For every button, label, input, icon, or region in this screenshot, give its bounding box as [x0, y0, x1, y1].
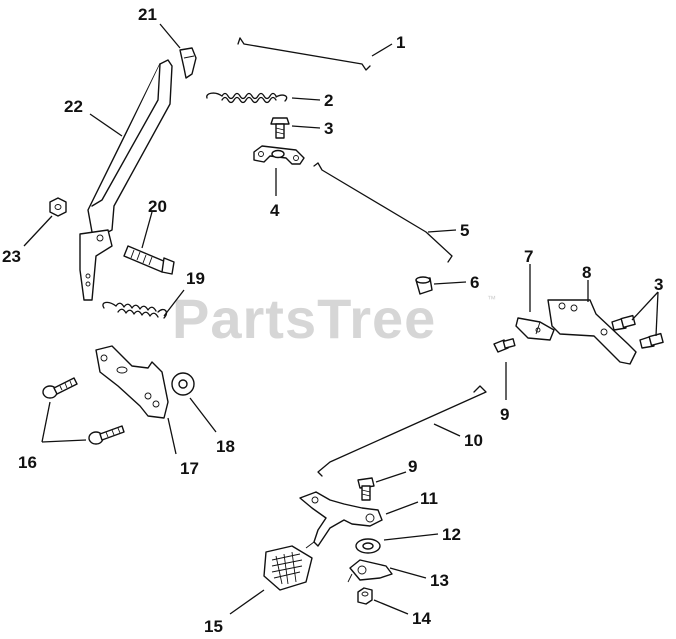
part-3-screws-right[interactable]	[611, 314, 664, 349]
part-5-rod[interactable]	[313, 162, 453, 263]
callout-21: 21	[138, 5, 157, 24]
part-19-spring[interactable]	[102, 301, 168, 319]
watermark: PartsTree ™	[172, 287, 496, 350]
watermark-trademark: ™	[487, 294, 496, 304]
part-23-nut[interactable]	[49, 197, 67, 217]
watermark-text: PartsTree	[172, 287, 436, 350]
part-15-pad[interactable]	[263, 545, 313, 591]
callout-20: 20	[148, 197, 167, 216]
callout-17: 17	[180, 459, 199, 478]
leader-lines	[23, 23, 659, 615]
part-2-spring[interactable]	[206, 92, 288, 104]
callout-2: 2	[324, 91, 333, 110]
part-18-washer[interactable]	[171, 372, 195, 396]
callout-10: 10	[464, 431, 483, 450]
callout-3-right: 3	[654, 275, 663, 294]
part-1-rod[interactable]	[237, 37, 371, 71]
part-12-washer[interactable]	[355, 538, 381, 554]
part-22-lever[interactable]	[79, 59, 173, 301]
part-21-clip[interactable]	[179, 47, 197, 79]
part-17-bracket[interactable]	[95, 345, 169, 419]
part-10-rod[interactable]	[317, 385, 487, 477]
callout-11: 11	[420, 489, 438, 508]
part-4-bracket[interactable]	[253, 145, 305, 165]
callout-13: 13	[430, 571, 449, 590]
callout-6: 6	[470, 273, 479, 292]
part-7-clip[interactable]	[515, 317, 555, 341]
callout-9-right: 9	[500, 405, 509, 424]
callout-16: 16	[18, 453, 37, 472]
callout-12: 12	[442, 525, 461, 544]
callout-4: 4	[270, 201, 280, 220]
callout-3-top: 3	[324, 119, 333, 138]
callout-18: 18	[216, 437, 235, 456]
part-8-plate[interactable]	[547, 299, 637, 365]
callout-5: 5	[460, 221, 469, 240]
callout-7: 7	[524, 247, 533, 266]
callout-14: 14	[412, 609, 431, 628]
part-20-bolt[interactable]	[123, 245, 175, 275]
part-6-nut[interactable]	[415, 276, 433, 295]
callout-labels: 1 2 3 4 5 6 7 8 3 9 10 9 11 12 13 14 15 …	[2, 5, 663, 636]
part-11-arm[interactable]	[299, 491, 383, 549]
part-13-lever[interactable]	[347, 559, 393, 583]
part-3-screw[interactable]	[270, 117, 290, 139]
part-9-screw[interactable]	[493, 338, 516, 353]
callout-9-lower: 9	[408, 457, 417, 476]
callout-23: 23	[2, 247, 21, 266]
part-9-screw-lower[interactable]	[357, 477, 375, 501]
callout-8: 8	[582, 263, 591, 282]
part-14-nut[interactable]	[357, 587, 373, 605]
callout-15: 15	[204, 617, 223, 636]
part-16-screws[interactable]	[42, 377, 125, 445]
callout-19: 19	[186, 269, 205, 288]
callout-1: 1	[396, 33, 405, 52]
callout-22: 22	[64, 97, 83, 116]
